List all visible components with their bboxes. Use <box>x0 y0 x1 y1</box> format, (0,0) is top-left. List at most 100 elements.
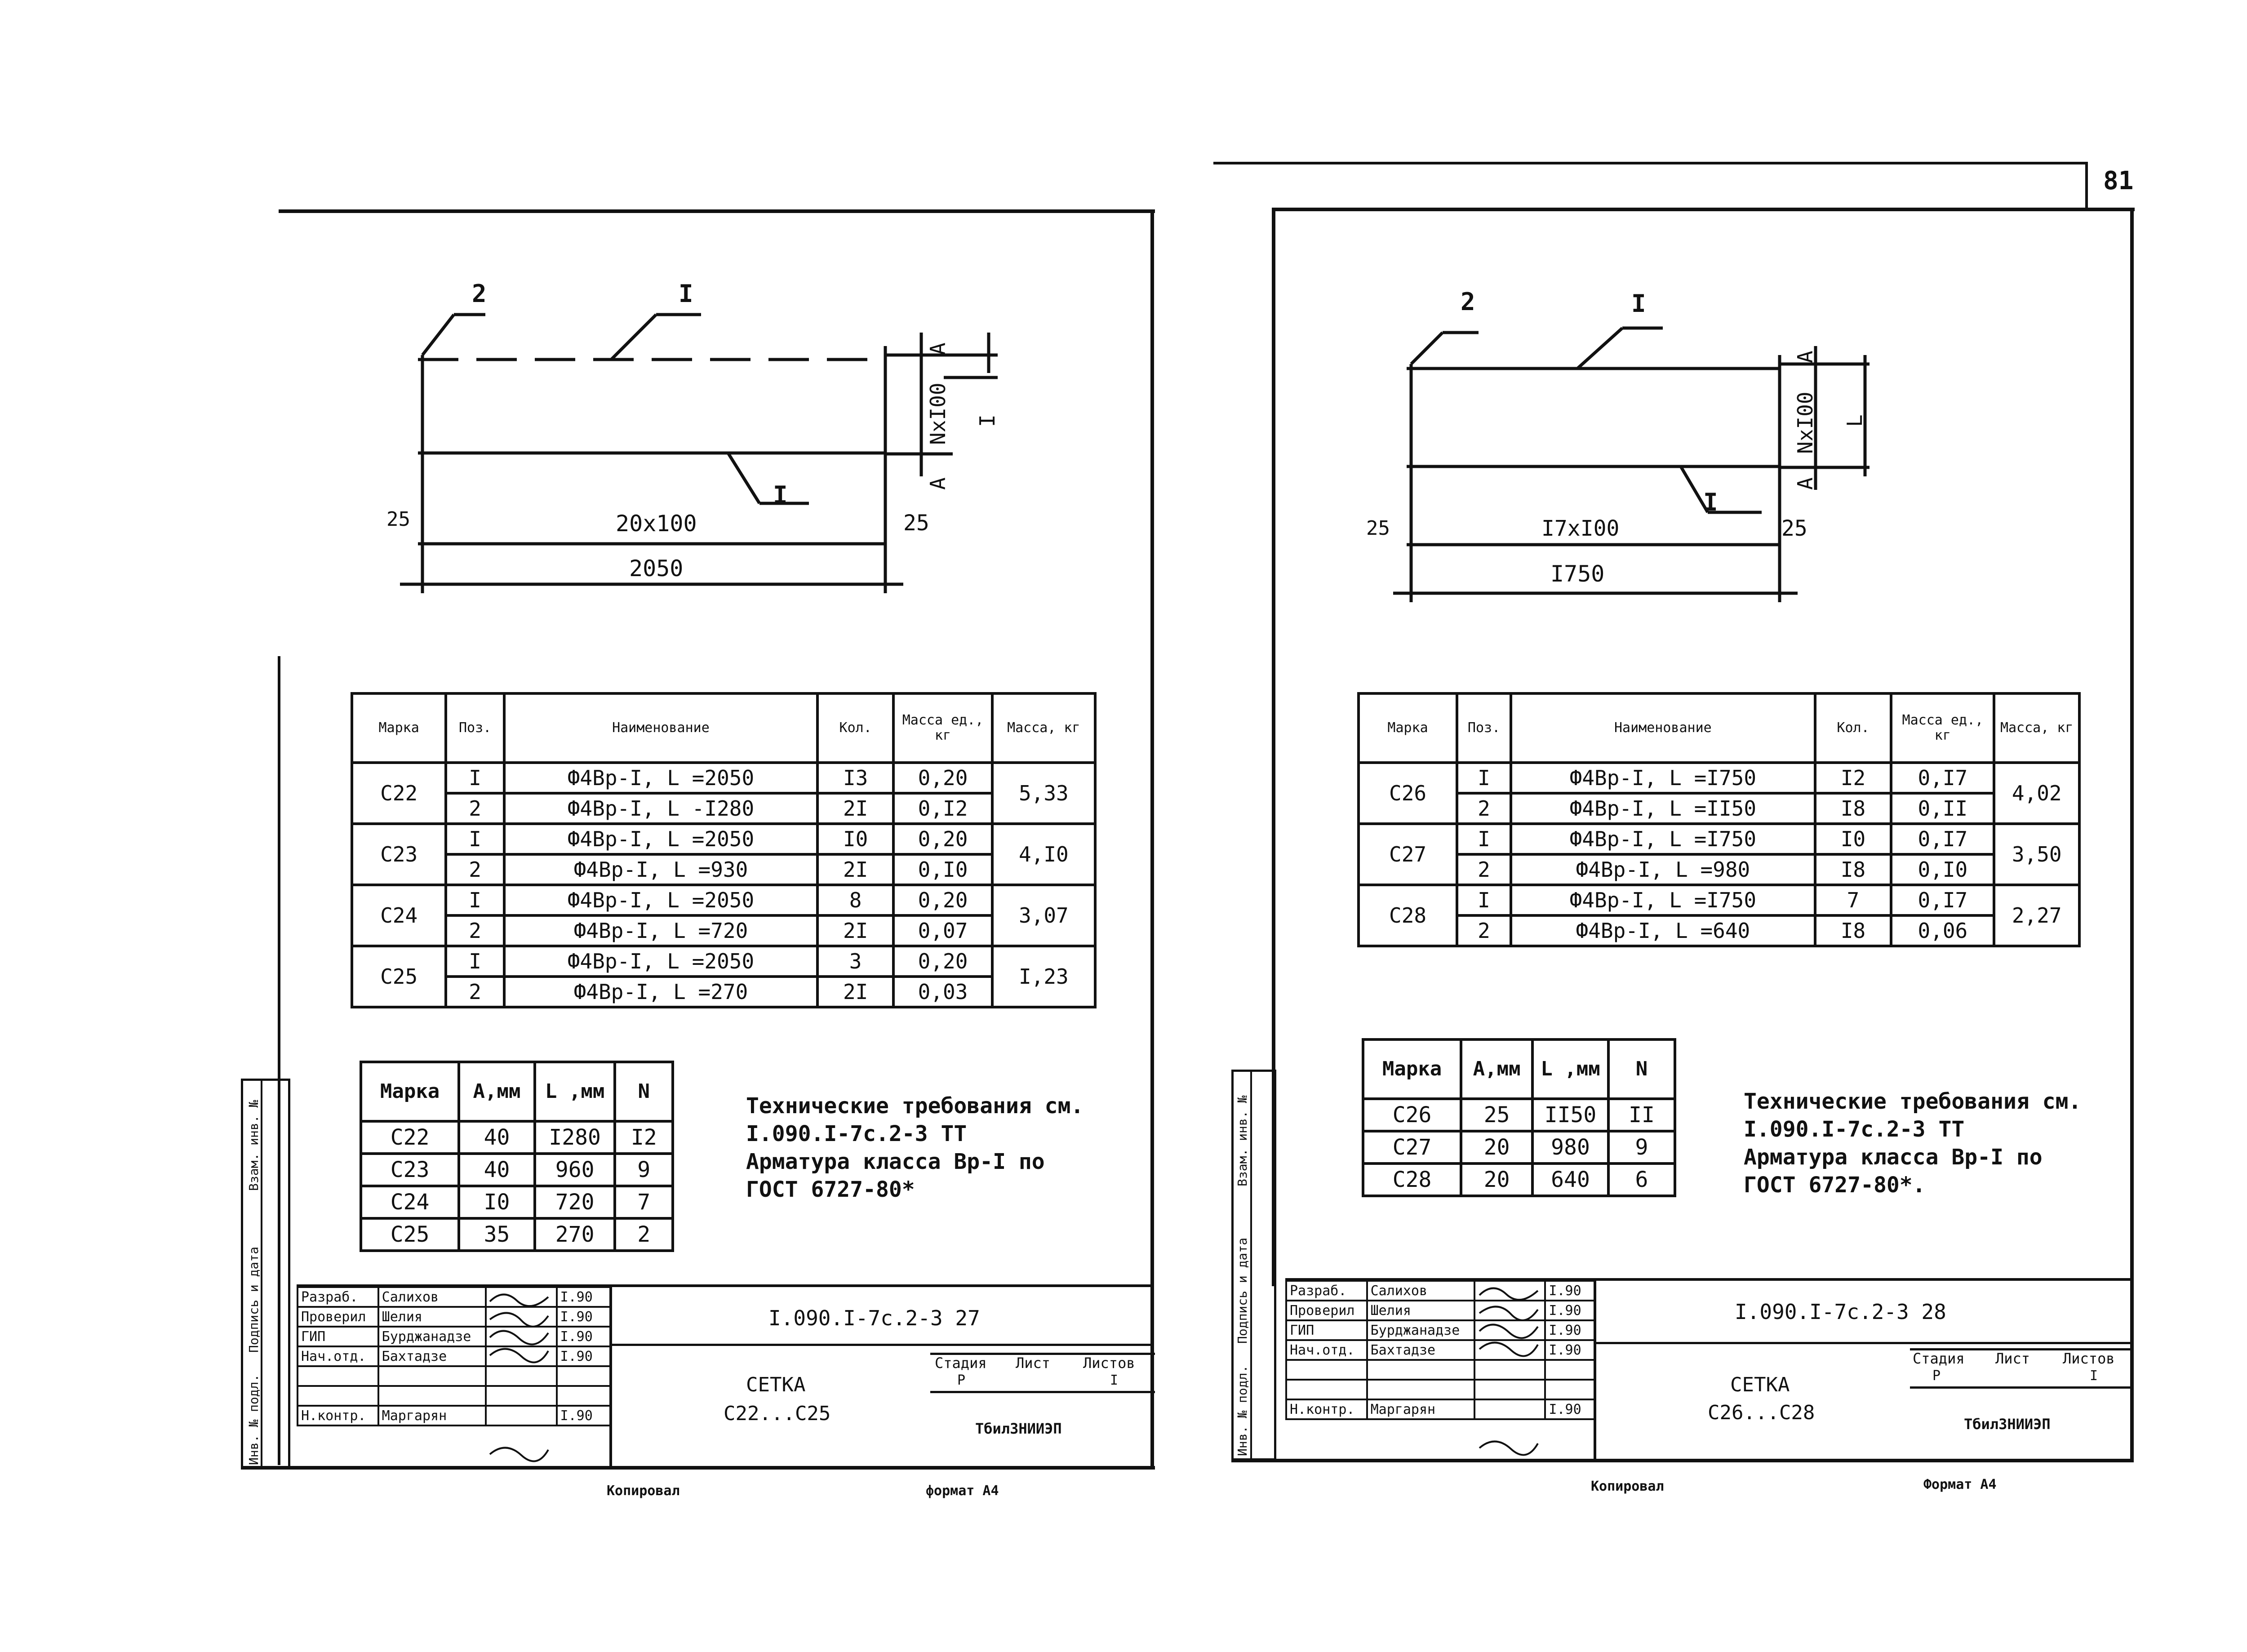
left-title-line1: СЕТКА <box>746 1373 806 1396</box>
right-dim-vert: NхI00 <box>1793 391 1817 454</box>
right-notes: Технические требования см. I.090.I-7с.2-… <box>1744 1088 2081 1199</box>
header-name: Наименование <box>1509 692 1816 764</box>
cell-name: Ф4Вр-I, L =2050 <box>502 822 819 856</box>
right-dim-a-top: А <box>1793 351 1817 363</box>
cell: 270 <box>533 1217 617 1252</box>
cell-mark: С22 <box>350 761 448 825</box>
right-pos-1-mid: I <box>1703 488 1718 516</box>
note-line: I.090.I-7с.2-3 ТТ <box>746 1121 967 1146</box>
tb-cell <box>1366 1359 1476 1381</box>
left-frame-right <box>1150 209 1154 1468</box>
tb-cell <box>377 1365 487 1387</box>
table-header-row: Марка Поз. Наименование Кол. Масса ед., … <box>350 692 1097 764</box>
right-titleblock-topline <box>1285 1278 2130 1281</box>
left-side-stamp <box>241 1079 290 1470</box>
left-frame-left <box>278 656 280 1465</box>
right-org: ТбилЗНИИЭП <box>1964 1416 2051 1433</box>
tb-row <box>297 1385 612 1407</box>
cell-name: Ф4Вр-I, L =II50 <box>1509 792 1816 825</box>
header-mark: Марка <box>1361 1038 1463 1100</box>
cell: 40 <box>457 1152 536 1187</box>
cell-qty: 8 <box>816 884 895 917</box>
tb-cell <box>1474 1359 1546 1381</box>
cell: I2 <box>613 1120 674 1155</box>
tb-cell: Бурджанадзе <box>377 1326 487 1347</box>
tb-cell <box>377 1385 487 1407</box>
tb-row <box>1285 1379 1595 1400</box>
right-dim-right: 25 <box>1781 516 1807 541</box>
cell-qty: 3 <box>816 945 895 978</box>
cell-mass: 3,07 <box>990 884 1097 947</box>
tb-cell: I.90 <box>555 1286 612 1308</box>
cell-mass: 2,27 <box>1993 884 2081 947</box>
page-number-frame <box>2085 162 2088 211</box>
header-mass: Масса, кг <box>1993 692 2081 764</box>
tb-cell: I.90 <box>555 1306 612 1328</box>
cell-qty: I3 <box>816 761 895 795</box>
cell: 6 <box>1607 1162 1677 1197</box>
header-mass: Масса, кг <box>990 692 1097 764</box>
tb-cell: Салихов <box>1366 1280 1476 1301</box>
tb-cell: Бахтадзе <box>1366 1339 1476 1361</box>
tb-cell <box>1285 1359 1368 1381</box>
cell-unit: 0,20 <box>892 884 994 917</box>
signature <box>485 1405 558 1426</box>
cell-pos: I <box>1456 761 1512 795</box>
left-notes: Технические требования см. I.090.I-7с.2-… <box>746 1092 1084 1203</box>
right-signatures-scribble <box>1479 1287 1539 1456</box>
cell-pos: I <box>1456 884 1512 917</box>
note-line: ГОСТ 6727-80*. <box>1744 1172 1926 1198</box>
tb-cell: Салихов <box>377 1286 487 1308</box>
tb-cell: Бурджанадзе <box>1366 1319 1476 1341</box>
cell-mass: I,23 <box>990 945 1097 1008</box>
cell-unit: 0,03 <box>892 975 994 1008</box>
note-line: I.090.I-7с.2-3 ТТ <box>1744 1117 1965 1142</box>
tb-cell: I.90 <box>1544 1399 1595 1420</box>
cell-mark: С26 <box>1357 761 1459 825</box>
cell-name: Ф4Вр-I, L =2050 <box>502 761 819 795</box>
cell-pos: 2 <box>1456 853 1512 886</box>
note-line: Арматура класса Вр-I по <box>1744 1145 2043 1170</box>
cell-name: Ф4Вр-I, L =2050 <box>502 884 819 917</box>
header-a: А,мм <box>1460 1038 1534 1100</box>
left-stage-value: Р <box>957 1372 966 1388</box>
cell-mark: С24 <box>350 884 448 947</box>
right-spec-table: Марка Поз. Наименование Кол. Масса ед., … <box>1357 692 2081 947</box>
left-sheets-label: Листов <box>1083 1354 1135 1372</box>
left-dim-spacing: 20х100 <box>616 511 697 537</box>
cell: 2 <box>613 1217 674 1252</box>
header-n: N <box>1607 1038 1677 1100</box>
header-a: А,мм <box>457 1061 536 1123</box>
right-dim-a-bot: А <box>1793 477 1817 490</box>
cell-mass: 3,50 <box>1993 822 2081 886</box>
tb-cell: Н.контр. <box>297 1405 379 1426</box>
right-sheets-value: I <box>2090 1368 2098 1384</box>
cell-unit: 0,I7 <box>1890 822 1996 856</box>
side-stamp-sign: Подпись и дата <box>246 1246 261 1353</box>
cell-name: Ф4Вр-I, L =640 <box>1509 914 1816 947</box>
right-mesh-drawing <box>1393 326 1870 602</box>
left-sheet-label: Лист <box>1016 1354 1051 1372</box>
right-doc-code: I.090.I-7с.2-3 28 <box>1735 1300 1946 1324</box>
side-stamp-repl: Взам. инв. № <box>1235 1095 1250 1186</box>
cell-qty: 2I <box>816 975 895 1008</box>
tb-cell <box>1366 1379 1476 1400</box>
right-dim-l: L <box>1843 414 1867 427</box>
tb-cell: Маргарян <box>1366 1399 1476 1420</box>
cell-name: Ф4Вр-I, L -I280 <box>502 792 819 825</box>
right-frame-bottom <box>1231 1459 2134 1462</box>
cell-pos: I <box>444 822 506 856</box>
header-unit-mass: Масса ед., кг <box>1890 692 1996 764</box>
